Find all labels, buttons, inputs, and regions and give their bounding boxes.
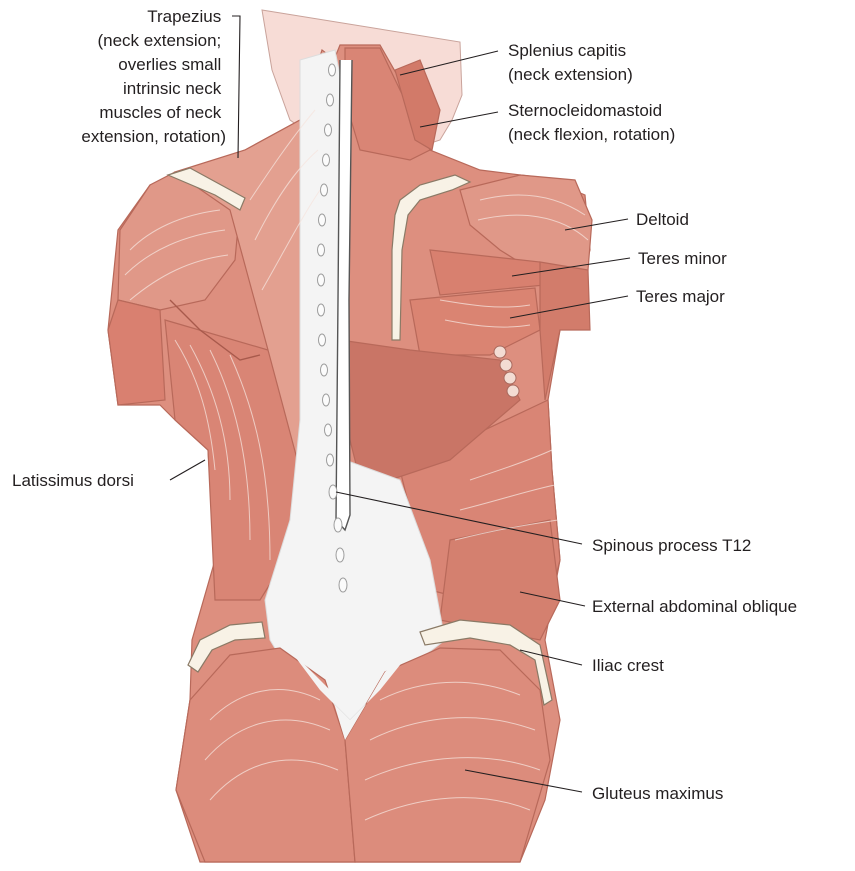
leader-latissimus-dorsi (170, 460, 205, 480)
label-gluteus-maximus: Gluteus maximus (592, 784, 723, 803)
label-teres-major: Teres major (636, 287, 725, 306)
leader-trapezius (232, 16, 240, 158)
label-teres-minor: Teres minor (638, 249, 727, 268)
right-arm-muscle (540, 262, 590, 400)
label-trapezius: Trapezius (neck extension; overlies smal… (81, 7, 226, 146)
left-arm-muscle (108, 300, 165, 405)
label-external-oblique: External abdominal oblique (592, 597, 797, 616)
label-sternocleidomastoid: Sternocleidomastoid (neck flexion, rotat… (508, 101, 675, 144)
label-deltoid: Deltoid (636, 210, 689, 229)
label-iliac-crest: Iliac crest (592, 656, 664, 675)
label-latissimus-dorsi: Latissimus dorsi (12, 471, 134, 490)
label-splenius-capitis: Splenius capitis (neck extension) (508, 41, 633, 84)
label-spinous-process: Spinous process T12 (592, 536, 751, 555)
